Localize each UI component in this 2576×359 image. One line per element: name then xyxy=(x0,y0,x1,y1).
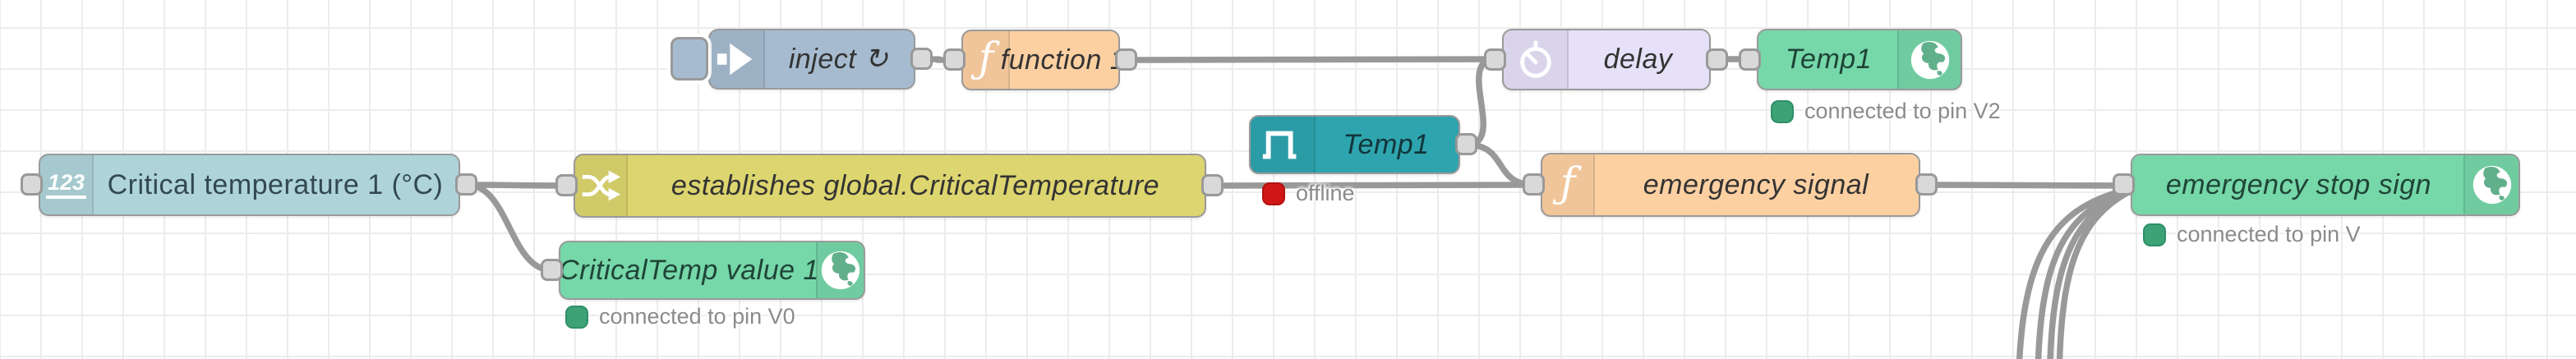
node-label: emergency stop sign xyxy=(2165,168,2432,200)
status-dot-green xyxy=(565,305,588,329)
node-temp1-write[interactable]: Temp1 xyxy=(1739,29,1962,90)
input-port[interactable] xyxy=(2113,173,2135,196)
status-text: connected to pin V xyxy=(2177,222,2361,246)
input-port[interactable] xyxy=(1739,48,1761,71)
input-port[interactable] xyxy=(1523,173,1545,196)
wire[interactable] xyxy=(1126,56,1496,63)
node-emergency-signal[interactable]: ƒ emergency signal xyxy=(1523,153,1938,217)
input-port[interactable] xyxy=(541,259,563,281)
node-status: offline xyxy=(1262,181,1355,206)
node-label: Temp1 xyxy=(1785,44,1873,75)
input-port[interactable] xyxy=(1484,48,1506,71)
node-label: Critical temperature 1 (°C) xyxy=(107,168,444,200)
node-label: delay xyxy=(1603,44,1673,75)
status-dot-green xyxy=(2143,223,2166,246)
input-port[interactable] xyxy=(943,48,965,71)
output-port[interactable] xyxy=(1706,48,1728,71)
output-port[interactable] xyxy=(1201,174,1223,196)
globe-icon xyxy=(1897,30,1961,89)
output-port[interactable] xyxy=(1115,48,1137,71)
status-dot-green xyxy=(1771,99,1794,123)
pulse-icon xyxy=(1251,117,1316,173)
node-change-critical-temperature[interactable]: establishes global.CriticalTemperature xyxy=(555,154,1223,218)
node-critical-temperature-1[interactable]: 123 Critical temperature 1 (°C) xyxy=(21,154,477,216)
node-label: Temp1 xyxy=(1343,128,1430,160)
node-label: establishes global.CriticalTemperature xyxy=(670,169,1160,201)
node-label: function 1 xyxy=(1000,44,1127,76)
globe-icon xyxy=(2463,155,2518,214)
status-dot-red xyxy=(1262,182,1285,205)
wire[interactable] xyxy=(466,182,568,189)
timer-icon xyxy=(1504,30,1569,89)
globe-icon xyxy=(816,242,864,298)
node-status: connected to pin V xyxy=(2143,222,2361,247)
node-delay[interactable]: delay xyxy=(1484,29,1728,90)
function-icon: ƒ xyxy=(1542,154,1595,215)
status-text: offline xyxy=(1296,181,1355,205)
output-port[interactable] xyxy=(910,48,933,70)
arrow-in-icon xyxy=(710,30,765,88)
function-icon: ƒ xyxy=(963,31,1010,89)
node-status: connected to pin V2 xyxy=(1771,99,2001,124)
output-port[interactable] xyxy=(455,173,477,196)
node-emergency-stop-sign[interactable]: emergency stop sign xyxy=(2113,154,2520,216)
wire[interactable] xyxy=(1466,56,1496,148)
inject-trigger-button[interactable] xyxy=(670,37,708,81)
node-criticaltemp-value-1[interactable]: CriticalTemp value 1 xyxy=(541,241,865,300)
node-label: inject ↻ xyxy=(788,44,889,75)
wire[interactable] xyxy=(466,182,553,274)
output-port[interactable] xyxy=(1915,173,1938,196)
node-label: CriticalTemp value 1 xyxy=(559,254,819,286)
input-port[interactable] xyxy=(555,174,578,196)
node-label: emergency signal xyxy=(1643,168,1869,200)
wire-from-offscreen[interactable] xyxy=(2056,188,2131,359)
wire[interactable] xyxy=(1212,182,1535,189)
numeric-123-icon: 123 xyxy=(40,155,94,214)
shuffle-icon xyxy=(575,155,628,216)
input-port[interactable] xyxy=(21,173,43,196)
node-inject[interactable]: inject ↻ xyxy=(670,29,933,90)
node-status: connected to pin V0 xyxy=(565,304,795,329)
wire-from-offscreen[interactable] xyxy=(2016,186,2131,359)
status-text: connected to pin V2 xyxy=(1804,99,2001,123)
status-text: connected to pin V0 xyxy=(599,304,795,329)
wire-from-offscreen[interactable] xyxy=(2047,187,2131,359)
wire[interactable] xyxy=(1926,182,2125,189)
wire-from-offscreen[interactable] xyxy=(2035,186,2131,359)
output-port[interactable] xyxy=(1455,133,1477,155)
node-temp1-read[interactable]: Temp1 xyxy=(1249,115,1477,174)
